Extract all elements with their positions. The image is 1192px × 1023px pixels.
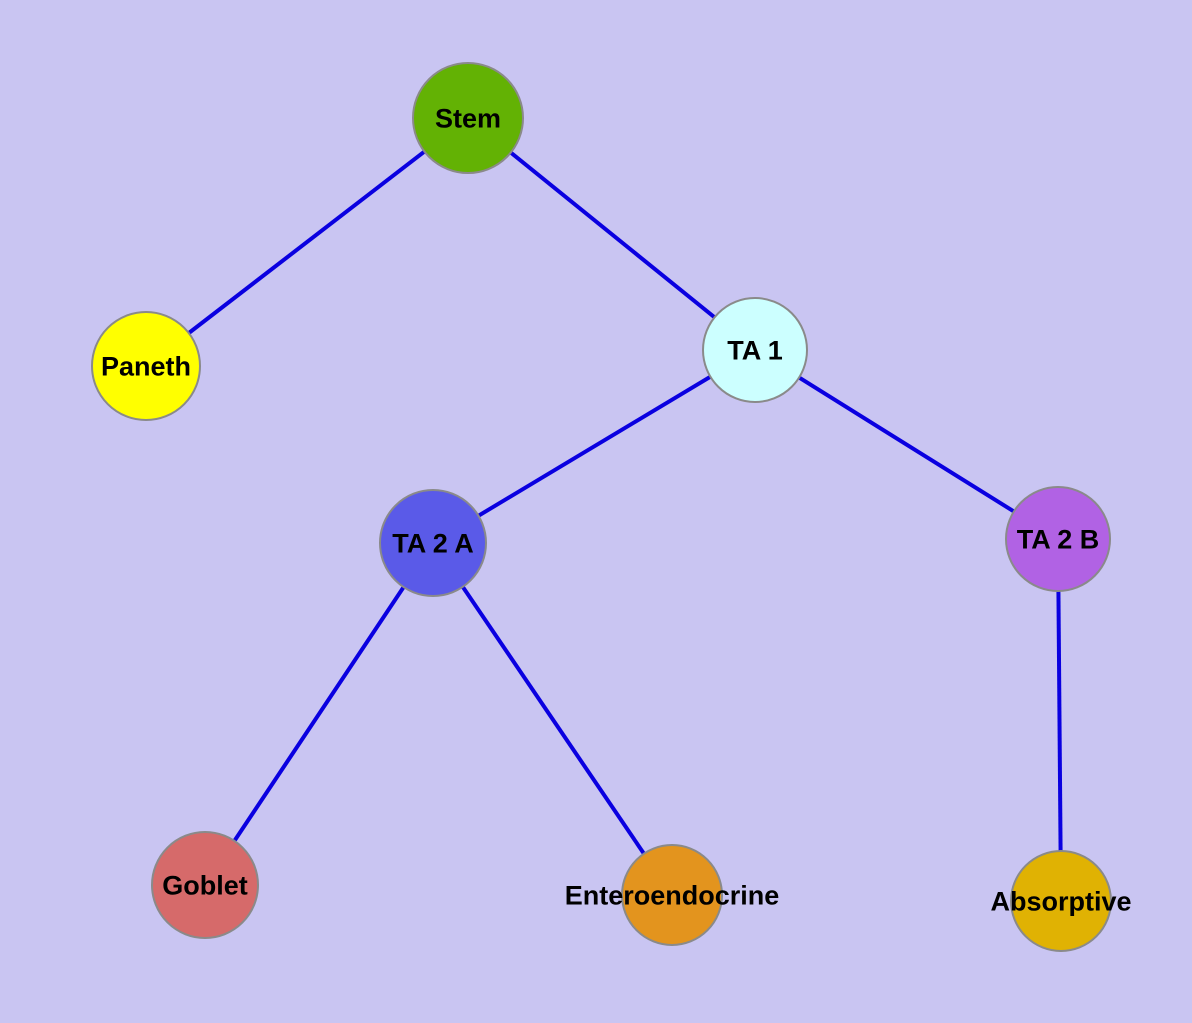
node-paneth: Paneth [91, 311, 201, 421]
node-ta-2-a: TA 2 A [379, 489, 487, 597]
edge-ta-1-ta-2-b [753, 348, 1060, 541]
node-circle-stem [412, 62, 524, 174]
node-ta-2-b: TA 2 B [1005, 486, 1111, 592]
edge-stem-ta-1 [466, 116, 757, 352]
node-circle-ta-2-a [379, 489, 487, 597]
node-circle-enteroendocrine [621, 844, 723, 946]
edge-ta-2-a-enteroendocrine [431, 541, 674, 897]
node-circle-paneth [91, 311, 201, 421]
node-goblet: Goblet [151, 831, 259, 939]
node-circle-ta-1 [702, 297, 808, 403]
edge-stem-paneth [144, 116, 470, 368]
edges-layer [144, 116, 1063, 902]
node-circle-absorptive [1010, 850, 1112, 952]
node-stem: Stem [412, 62, 524, 174]
node-circle-goblet [151, 831, 259, 939]
edge-ta-2-b-absorptive [1056, 538, 1063, 902]
edge-ta-2-a-goblet [203, 541, 435, 887]
node-ta-1: TA 1 [702, 297, 808, 403]
node-circle-ta-2-b [1005, 486, 1111, 592]
edge-ta-1-ta-2-a [431, 348, 757, 545]
